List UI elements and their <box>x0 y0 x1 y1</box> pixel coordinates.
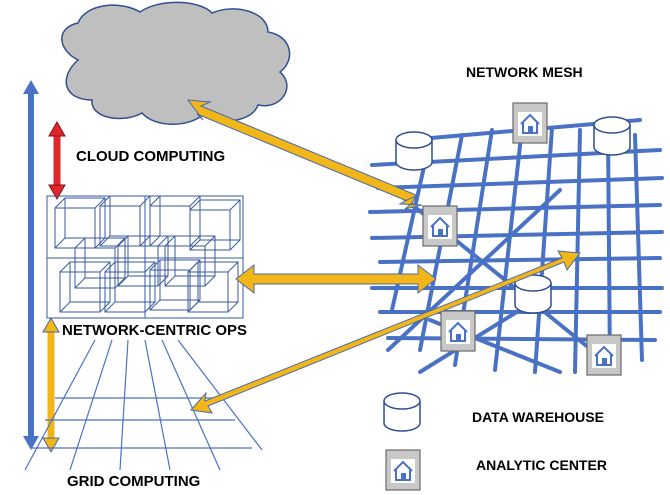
legend-analytic-center-label: ANALYTIC CENTER <box>476 457 607 473</box>
network-mesh-label: NETWORK MESH <box>466 64 583 80</box>
data-warehouse-icon <box>593 116 631 156</box>
grid-computing-label: GRID COMPUTING <box>67 473 201 490</box>
analytic-center-icon <box>440 310 476 352</box>
legend-data-warehouse-label: DATA WAREHOUSE <box>472 409 604 425</box>
analytic-center-icon <box>586 334 622 376</box>
legend-analytic-center-icon <box>385 449 421 491</box>
network-centric-ops-cubes <box>46 195 244 319</box>
analytic-center-icon <box>422 205 458 247</box>
cloud-to-mesh-arrow <box>186 99 423 210</box>
ops-to-mesh-arrow <box>235 263 437 295</box>
vertical-span-arrow <box>23 80 39 450</box>
legend-data-warehouse-icon <box>383 392 421 432</box>
analytic-center-icon <box>512 102 548 144</box>
data-warehouse-icon <box>395 131 433 171</box>
cloud-to-ops-arrow <box>48 120 66 201</box>
cloud-computing-label: CLOUD COMPUTING <box>76 148 226 165</box>
grid-to-mesh-arrow <box>190 250 581 414</box>
network-centric-ops-label: NETWORK-CENTRIC OPS <box>62 322 247 339</box>
grid-computing-grid <box>24 339 263 471</box>
data-warehouse-icon <box>514 274 552 314</box>
cloud-icon <box>61 1 291 125</box>
